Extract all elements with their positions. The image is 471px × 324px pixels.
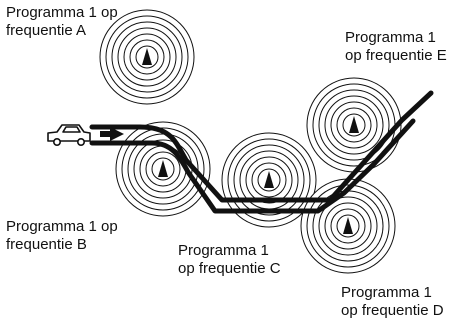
- transmitter-a-ring: [135, 45, 159, 69]
- transmitter-a-ring: [117, 27, 177, 87]
- car-icon: [47, 124, 91, 147]
- transmitter-e-ring: [342, 113, 366, 137]
- antenna-icon: [349, 116, 359, 133]
- transmitter-c-ring: [221, 132, 317, 228]
- transmitter-b-ring: [115, 121, 211, 217]
- transmitter-e-ring: [330, 101, 378, 149]
- label-frequency-b-line-2: frequentie B: [6, 236, 87, 253]
- direction-arrow-shaft: [100, 131, 110, 137]
- label-frequency-d-line-2: op frequentie D: [341, 302, 444, 319]
- direction-arrow-icon: [100, 127, 124, 141]
- transmitter-c-ring: [245, 156, 293, 204]
- transmitter-d-ring: [330, 208, 366, 244]
- label-frequency-c-line-2: op frequentie C: [178, 260, 281, 277]
- label-frequency-d-line-1: Programma 1: [341, 284, 432, 301]
- transmitter-c-ring: [233, 144, 305, 216]
- antenna-icon: [343, 217, 353, 234]
- label-frequency-c: Programma 1 op frequentie C: [178, 242, 281, 278]
- transmitter-a-ring: [99, 9, 195, 105]
- transmitter-a-ring: [111, 21, 183, 93]
- antenna-icon: [264, 171, 274, 188]
- direction-arrow-head: [110, 127, 124, 141]
- transmitter-a-ring: [105, 15, 189, 99]
- label-frequency-a-line-1: Programma 1 op: [6, 4, 118, 21]
- transmitter-c: [221, 132, 317, 228]
- transmitter-d: [300, 178, 396, 274]
- label-frequency-e: Programma 1 op frequentie E: [345, 29, 447, 65]
- transmitter-b-ring: [151, 157, 175, 181]
- car-body: [47, 124, 91, 142]
- transmitter-e-ring: [318, 89, 390, 161]
- transmitter-c-ring: [227, 138, 311, 222]
- label-frequency-b-line-1: Programma 1 op: [6, 218, 118, 235]
- transmitter-a-ring: [129, 39, 165, 75]
- label-frequency-a-line-2: frequentie A: [6, 22, 87, 39]
- antenna-icon: [142, 48, 152, 65]
- transmitter-e: [306, 77, 402, 173]
- transmitter-d-ring: [336, 214, 360, 238]
- transmitter-a: [99, 9, 195, 105]
- transmitter-b-ring: [145, 151, 181, 187]
- antenna-icon: [158, 160, 168, 177]
- road-line-upper: [89, 90, 434, 203]
- transmitter-c-ring: [251, 162, 287, 198]
- transmitter-e-ring: [324, 95, 384, 155]
- car-wheel-front: [52, 138, 61, 147]
- transmitter-c-ring: [257, 168, 281, 192]
- transmitter-d-ring: [324, 202, 372, 250]
- label-frequency-d: Programma 1 op frequentie D: [341, 284, 444, 320]
- transmitter-d-ring: [318, 196, 378, 256]
- car-wheel-rear: [77, 138, 86, 147]
- label-frequency-a: Programma 1 op frequentie A: [6, 4, 118, 40]
- transmitter-d-ring: [306, 184, 390, 268]
- transmitter-e-ring: [336, 107, 372, 143]
- road-line-lower: [89, 118, 416, 214]
- transmitter-b-ring: [121, 127, 205, 211]
- car-window: [62, 126, 81, 133]
- label-frequency-e-line-2: op frequentie E: [345, 47, 447, 64]
- label-frequency-e-line-1: Programma 1: [345, 29, 436, 46]
- transmitter-a-ring: [123, 33, 171, 81]
- label-frequency-c-line-1: Programma 1: [178, 242, 269, 259]
- label-frequency-b: Programma 1 op frequentie B: [6, 218, 118, 254]
